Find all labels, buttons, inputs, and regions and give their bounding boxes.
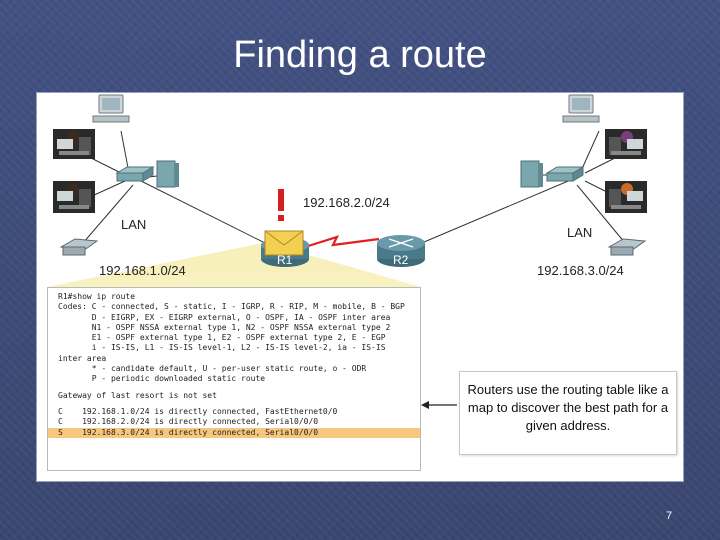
callout-text: Routers use the routing table like a map…: [467, 382, 669, 433]
middle-network-label: 192.168.2.0/24: [303, 195, 390, 210]
network-diagram: [47, 94, 647, 409]
route-entry: C 192.168.2.0/24 is directly connected, …: [58, 417, 319, 427]
terminal-codes-line: D - EIGRP, EX - EIGRP external, O - OSPF…: [58, 312, 391, 322]
pc-right-top: [562, 94, 600, 123]
diagram-panel: LAN LAN 192.168.1.0/24 192.168.2.0/24 19…: [36, 92, 684, 482]
workstation-right-2: [605, 181, 647, 213]
slide-title: Finding a route: [233, 34, 487, 76]
serial-link: [304, 235, 380, 249]
right-network-label: 192.168.3.0/24: [537, 263, 624, 278]
route-entry-highlighted: S 192.168.3.0/24 is directly connected, …: [48, 427, 420, 438]
router-r1-label: R1: [277, 253, 293, 267]
switch-left: [115, 166, 155, 182]
router-arrows-icon: [388, 238, 414, 248]
alert-icon: [278, 189, 284, 221]
server-right: [520, 160, 543, 188]
ip-phone-right: [607, 238, 647, 256]
routing-table-output: R1#show ip route Codes: C - connected, S…: [47, 287, 421, 471]
callout-arrow: [421, 401, 457, 409]
terminal-codes-line: i - IS-IS, L1 - IS-IS level-1, L2 - IS-I…: [58, 343, 386, 353]
router-r2-label: R2: [393, 253, 409, 267]
left-network-label: 192.168.1.0/24: [99, 263, 186, 278]
terminal-command: R1#show ip route: [58, 292, 136, 301]
workstation-right-1: [605, 129, 647, 159]
terminal-gateway-line: Gateway of last resort is not set: [58, 390, 217, 400]
route-entry: C 192.168.1.0/24 is directly connected, …: [58, 406, 338, 416]
terminal-codes-line: Codes: C - connected, S - static, I - IG…: [58, 302, 405, 312]
routing-table-beam: [47, 243, 421, 287]
terminal-codes-line: * - candidate default, U - per-user stat…: [58, 364, 367, 374]
router-r2: [377, 235, 425, 267]
switch-right: [545, 166, 585, 182]
pc-left-top: [92, 94, 130, 123]
workstation-left-1: [53, 129, 95, 159]
terminal-codes-line: N1 - OSPF NSSA external type 1, N2 - OSP…: [58, 322, 391, 332]
terminal-codes-line: E1 - OSPF external type 1, E2 - OSPF ext…: [58, 333, 386, 343]
callout-box: Routers use the routing table like a map…: [459, 371, 677, 455]
terminal-codes-line: inter area: [58, 353, 107, 363]
workstation-left-2: [53, 181, 95, 213]
server-left: [156, 160, 179, 188]
page-number: 7: [666, 510, 673, 522]
router-r1: [261, 230, 309, 267]
left-lan-label: LAN: [121, 217, 147, 232]
envelope-icon: [264, 230, 304, 256]
right-lan-label: LAN: [567, 225, 593, 240]
terminal-codes-line: P - periodic downloaded static route: [58, 374, 266, 384]
lan-links: [80, 130, 626, 246]
ip-phone-left: [59, 238, 99, 256]
